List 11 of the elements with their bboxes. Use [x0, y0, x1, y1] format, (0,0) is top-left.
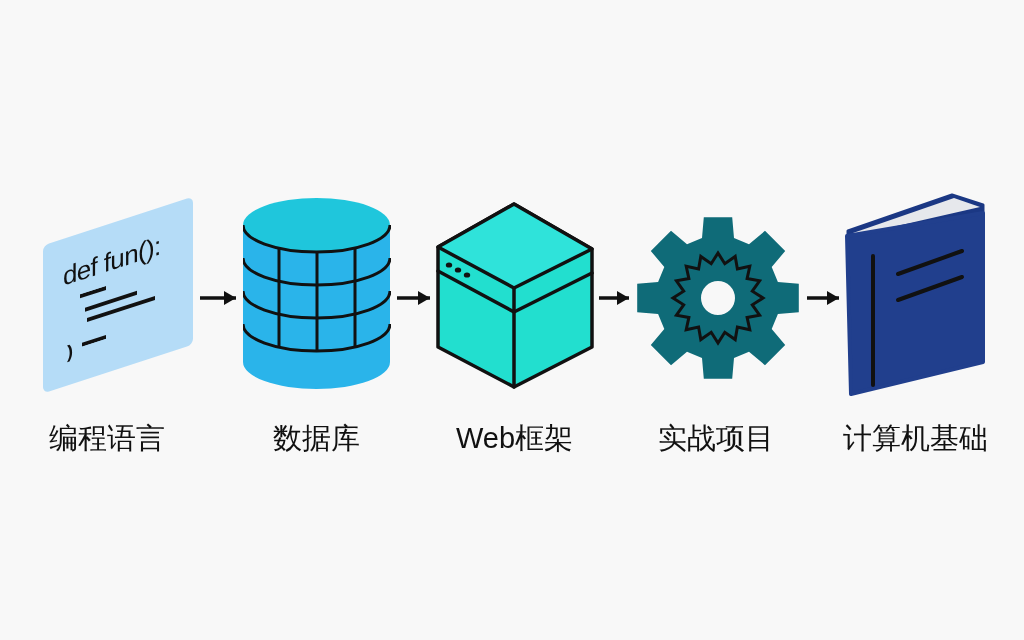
arrow — [397, 291, 430, 305]
arrow — [200, 291, 236, 305]
node-label: Web框架 — [454, 421, 575, 456]
code-text: ) — [67, 341, 73, 362]
node-label: 计算机基础 — [842, 421, 989, 456]
node-label: 数据库 — [272, 421, 361, 456]
node-label: 实战项目 — [657, 421, 775, 456]
arrow — [599, 291, 629, 305]
node-label: 编程语言 — [48, 421, 166, 456]
code-text: def fun(): — [63, 232, 161, 290]
arrow — [807, 291, 839, 305]
